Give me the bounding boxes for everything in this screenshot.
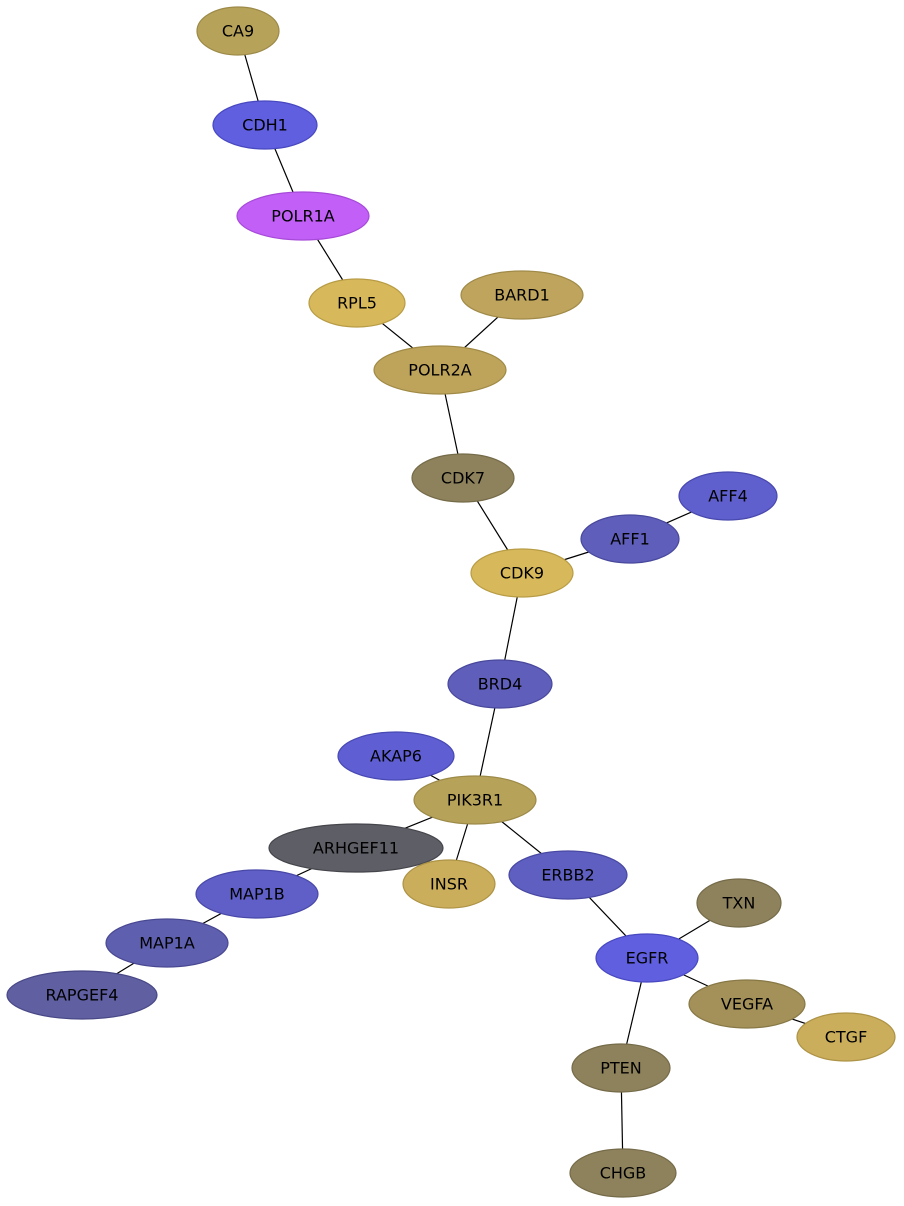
node-polr2a[interactable]: POLR2A [373, 345, 507, 395]
node-polr1a[interactable]: POLR1A [236, 191, 370, 241]
node-label: CDK9 [500, 564, 544, 583]
node-label: EGFR [626, 949, 669, 968]
node-label: CDK7 [441, 469, 485, 488]
node-label: TXN [722, 894, 756, 913]
node-aff4[interactable]: AFF4 [678, 471, 778, 521]
node-akap6[interactable]: AKAP6 [337, 731, 455, 781]
node-label: ARHGEF11 [313, 839, 399, 858]
node-ellipse[interactable] [796, 1012, 896, 1062]
node-ellipse[interactable] [696, 878, 782, 928]
node-label: MAP1B [229, 885, 285, 904]
node-ellipse[interactable] [460, 270, 584, 320]
node-aff1[interactable]: AFF1 [580, 514, 680, 564]
node-cdk9[interactable]: CDK9 [470, 548, 574, 598]
node-erbb2[interactable]: ERBB2 [508, 850, 628, 900]
node-ellipse[interactable] [580, 514, 680, 564]
node-label: INSR [430, 875, 468, 894]
node-label: RPL5 [337, 294, 377, 313]
node-ellipse[interactable] [212, 100, 318, 150]
node-ellipse[interactable] [337, 731, 455, 781]
node-ellipse[interactable] [413, 775, 537, 825]
node-arhgef11[interactable]: ARHGEF11 [268, 823, 444, 873]
node-label: CDH1 [242, 116, 288, 135]
node-ellipse[interactable] [196, 6, 280, 56]
node-cdk7[interactable]: CDK7 [411, 453, 515, 503]
node-label: AFF4 [708, 487, 748, 506]
node-ellipse[interactable] [595, 933, 699, 983]
node-label: PTEN [600, 1059, 642, 1078]
node-chgb[interactable]: CHGB [569, 1148, 677, 1198]
node-ellipse[interactable] [411, 453, 515, 503]
node-label: BARD1 [494, 286, 550, 305]
node-ellipse[interactable] [571, 1043, 671, 1093]
node-label: PIK3R1 [447, 791, 503, 810]
node-cdh1[interactable]: CDH1 [212, 100, 318, 150]
node-ellipse[interactable] [447, 659, 553, 709]
node-ellipse[interactable] [105, 918, 229, 968]
node-rapgef4[interactable]: RAPGEF4 [6, 970, 158, 1020]
node-label: CHGB [600, 1164, 647, 1183]
node-brd4[interactable]: BRD4 [447, 659, 553, 709]
node-pten[interactable]: PTEN [571, 1043, 671, 1093]
node-label: POLR1A [271, 207, 334, 226]
node-rpl5[interactable]: RPL5 [308, 278, 406, 328]
node-ellipse[interactable] [688, 979, 806, 1029]
node-egfr[interactable]: EGFR [595, 933, 699, 983]
node-label: ERBB2 [541, 866, 594, 885]
node-vegfa[interactable]: VEGFA [688, 979, 806, 1029]
node-ellipse[interactable] [308, 278, 406, 328]
node-label: BRD4 [478, 675, 523, 694]
node-txn[interactable]: TXN [696, 878, 782, 928]
node-ca9[interactable]: CA9 [196, 6, 280, 56]
node-map1a[interactable]: MAP1A [105, 918, 229, 968]
node-ellipse[interactable] [373, 345, 507, 395]
node-label: VEGFA [721, 995, 773, 1014]
node-pik3r1[interactable]: PIK3R1 [413, 775, 537, 825]
node-ellipse[interactable] [508, 850, 628, 900]
node-map1b[interactable]: MAP1B [195, 869, 319, 919]
node-ctgf[interactable]: CTGF [796, 1012, 896, 1062]
node-ellipse[interactable] [236, 191, 370, 241]
node-label: RAPGEF4 [46, 986, 119, 1005]
node-bard1[interactable]: BARD1 [460, 270, 584, 320]
node-ellipse[interactable] [6, 970, 158, 1020]
node-label: MAP1A [139, 934, 195, 953]
node-label: CTGF [825, 1028, 868, 1047]
node-ellipse[interactable] [569, 1148, 677, 1198]
node-ellipse[interactable] [402, 859, 496, 909]
node-ellipse[interactable] [195, 869, 319, 919]
node-label: POLR2A [408, 361, 471, 380]
node-ellipse[interactable] [678, 471, 778, 521]
node-insr[interactable]: INSR [402, 859, 496, 909]
node-label: AKAP6 [370, 747, 422, 766]
node-ellipse[interactable] [268, 823, 444, 873]
node-label: CA9 [222, 22, 254, 41]
node-label: AFF1 [610, 530, 650, 549]
node-ellipse[interactable] [470, 548, 574, 598]
